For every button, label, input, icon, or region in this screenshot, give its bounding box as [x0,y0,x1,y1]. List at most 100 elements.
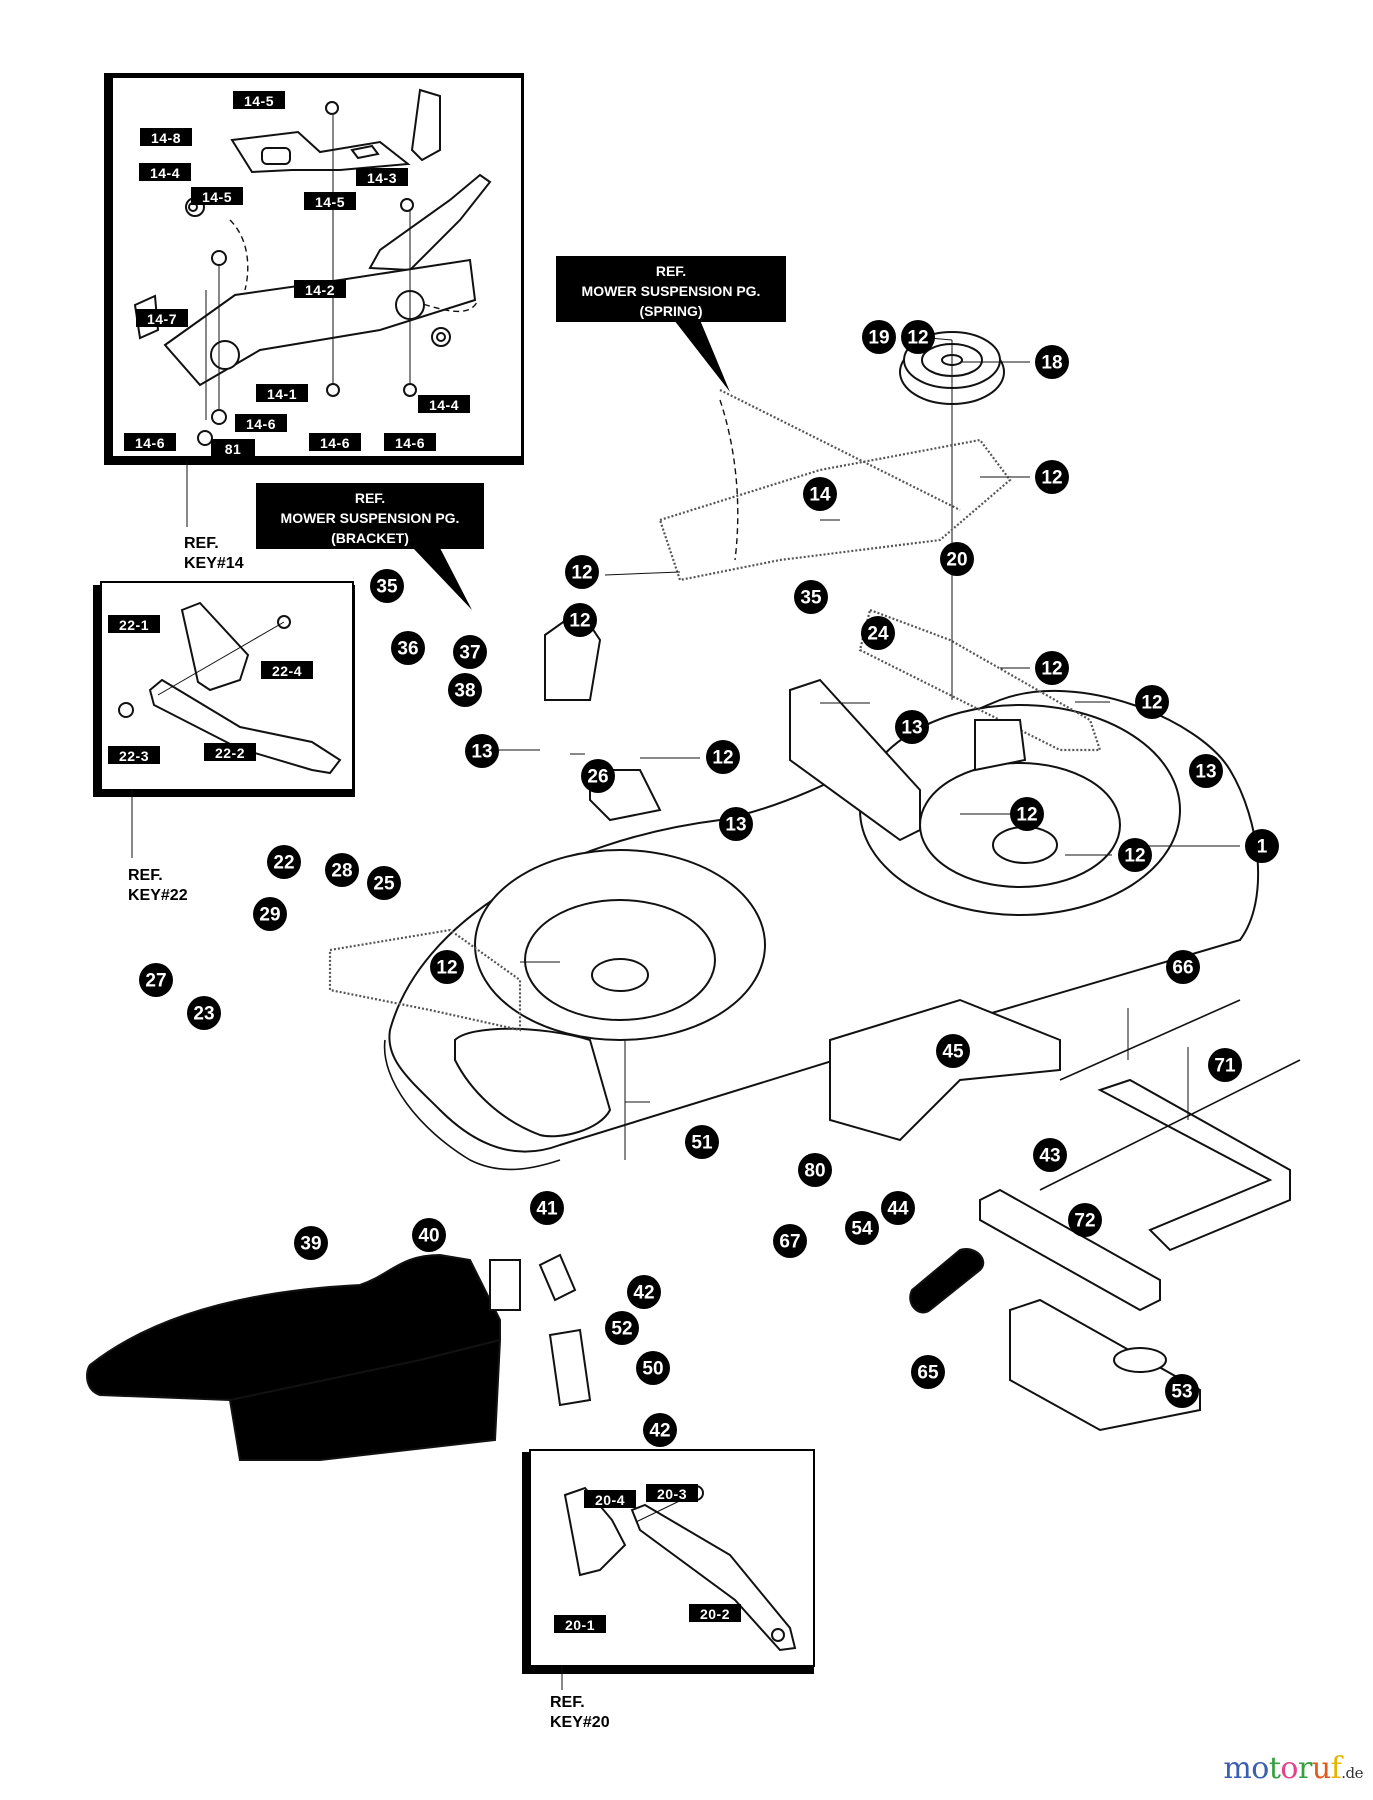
callout-label: 50 [642,1359,663,1380]
callout-27: 27 [139,963,173,997]
callout-label: 19 [868,328,889,349]
callout-28: 28 [325,853,359,887]
tag-box [356,168,408,186]
watermark-letter: o [1251,1751,1269,1786]
callout-circle [1165,1374,1199,1408]
callout-51: 51 [685,1125,719,1159]
callout-circle [367,866,401,900]
callout-circle [139,963,173,997]
tag-22-4: 22-4 [261,661,313,679]
tag-label: 20-4 [595,1492,625,1508]
callout-circle [1135,685,1169,719]
tag-box [689,1604,741,1622]
callout-45: 45 [936,1034,970,1068]
tag-label: 14-2 [305,282,335,298]
tag-label: 14-7 [147,311,177,327]
tag-box [294,280,346,298]
callout-label: 29 [259,905,280,926]
tag-14-6: 14-6 [235,414,287,432]
callout-circle [370,569,404,603]
callout-12: 12 [563,603,597,637]
callout-label: 66 [1172,958,1193,979]
callout-label: 67 [779,1232,800,1253]
ref-box-bracket: REF. MOWER SUSPENSION PG. (BRACKET) [256,483,484,610]
callout-label: 40 [418,1226,439,1247]
callout-13: 13 [895,710,929,744]
callout-circle [719,807,753,841]
ref-key14-line1: REF. [184,535,219,552]
tag-box [139,163,191,181]
callout-37: 37 [453,635,487,669]
tag-box [261,661,313,679]
callout-label: 36 [397,639,418,660]
callout-circle [605,1311,639,1345]
callout-circle [1189,754,1223,788]
callout-44: 44 [881,1191,915,1225]
callout-label: 28 [331,861,352,882]
callout-circle [563,603,597,637]
tag-label: 81 [225,441,242,457]
tag-label: 22-3 [119,748,149,764]
callout-label: 71 [1214,1056,1236,1077]
callout-label: 45 [942,1042,964,1063]
callout-38: 38 [448,673,482,707]
tag-box [136,309,188,327]
callout-36: 36 [391,631,425,665]
ref-bracket-line2: MOWER SUSPENSION PG. [281,510,460,526]
callout-circle [627,1275,661,1309]
inset-key20 [522,1449,815,1674]
callout-53: 53 [1165,1374,1199,1408]
tag-14-6: 14-6 [384,433,436,451]
tag-box [108,615,160,633]
callout-12: 12 [430,950,464,984]
tag-label: 14-5 [315,194,345,210]
callout-circle [430,950,464,984]
callout-circle [798,1153,832,1187]
callout-label: 12 [1041,659,1062,680]
callout-54: 54 [845,1211,879,1245]
tag-box [584,1490,636,1508]
callout-circle [862,320,896,354]
callout-circle [565,555,599,589]
callout-circle [636,1351,670,1385]
callout-circle [803,477,837,511]
callout-circle [643,1413,677,1447]
callout-12: 12 [1010,797,1044,831]
callout-14: 14 [803,477,837,511]
tag-label: 14-6 [135,435,165,451]
callout-12: 12 [1035,460,1069,494]
tag-label: 22-1 [119,617,149,633]
tag-20-2: 20-2 [689,1604,741,1622]
tag-label: 14-1 [267,386,297,402]
callout-71: 71 [1208,1048,1242,1082]
callout-23: 23 [187,996,221,1030]
callout-label: 35 [376,577,398,598]
callout-label: 27 [145,971,166,992]
callout-label: 44 [887,1199,909,1220]
callout-circle [530,1191,564,1225]
callout-40: 40 [412,1218,446,1252]
callout-label: 12 [1141,693,1162,714]
callout-29: 29 [253,897,287,931]
callout-circle [253,897,287,931]
tag-box [211,439,255,457]
watermark-letter: o [1280,1751,1298,1786]
callout-circle [1035,345,1069,379]
tag-label: 22-2 [215,745,245,761]
callout-label: 53 [1171,1382,1192,1403]
tag-label: 20-2 [700,1606,730,1622]
callout-circle [773,1224,807,1258]
callout-label: 39 [300,1234,321,1255]
callout-label: 35 [800,588,822,609]
tag-label: 14-6 [246,416,276,432]
callout-label: 52 [611,1319,632,1340]
tag-box [418,395,470,413]
ref-key22-line1: REF. [128,867,163,884]
callout-circle [861,616,895,650]
tag-20-4: 20-4 [584,1490,636,1508]
callout-label: 43 [1039,1146,1060,1167]
callout-label: 13 [725,815,746,836]
tag-box [140,128,192,146]
callout-circle [465,734,499,768]
watermark-letter: t [1268,1751,1281,1786]
